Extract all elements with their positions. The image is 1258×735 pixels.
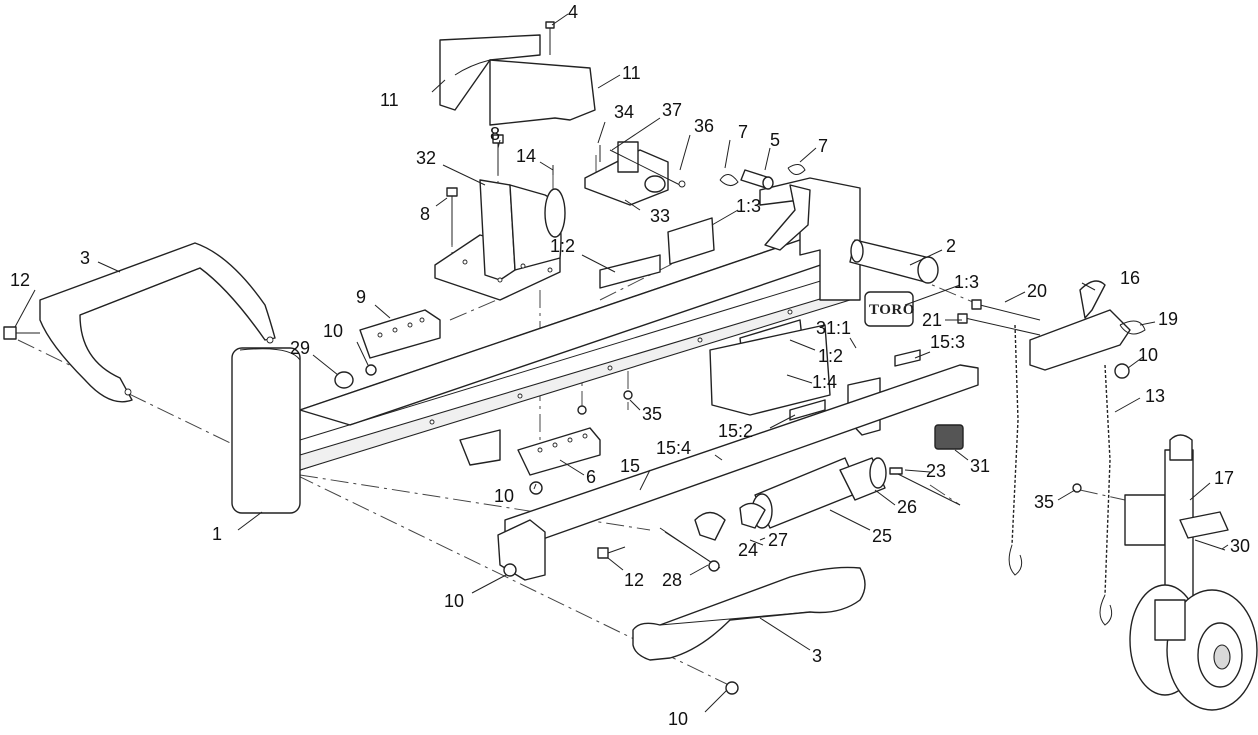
callout-15: 15: [620, 456, 640, 476]
callout-10: 10: [1138, 345, 1158, 365]
callout-29: 29: [290, 338, 310, 358]
wedge-plate-right: [489, 59, 596, 126]
callout-9: 9: [356, 287, 366, 307]
callout-34: 34: [614, 102, 634, 122]
callout-1-2: 1:2: [818, 346, 843, 366]
callout-16: 16: [1120, 268, 1140, 288]
cradle-plate: [709, 324, 831, 416]
callout-12: 12: [10, 270, 30, 290]
callout-10: 10: [494, 486, 514, 506]
skid-lower: [632, 566, 866, 661]
callout-24: 24: [738, 540, 758, 560]
callout-31: 31: [970, 456, 990, 476]
hardware: [3, 326, 1226, 695]
callout-3: 3: [812, 646, 822, 666]
callout-25: 25: [872, 526, 892, 546]
callout-26: 26: [897, 497, 917, 517]
callout-1-3: 1:3: [954, 272, 979, 292]
callout-15-2: 15:2: [718, 421, 753, 441]
hitch-assembly: [957, 280, 1146, 371]
callout-36: 36: [694, 116, 714, 136]
callout-7: 7: [738, 122, 748, 142]
pins-lower: [659, 467, 961, 572]
callout-4: 4: [568, 2, 578, 22]
callout-35: 35: [642, 404, 662, 424]
safety-chains: [1008, 324, 1113, 626]
callout-15-4: 15:4: [656, 438, 691, 458]
callout-19: 19: [1158, 309, 1178, 329]
callout-37: 37: [662, 100, 682, 120]
beam-upright: [759, 177, 861, 301]
callout-17: 17: [1214, 468, 1234, 488]
callout-11: 11: [380, 90, 399, 110]
callout-13: 13: [1145, 386, 1165, 406]
callout-8: 8: [420, 204, 430, 224]
callout-35: 35: [1034, 492, 1054, 512]
callout-10: 10: [444, 591, 464, 611]
callout-3: 3: [80, 248, 90, 268]
callout-14: 14: [516, 146, 536, 166]
callout-7: 7: [818, 136, 828, 156]
tongue-jack: [1124, 434, 1258, 711]
assembly-axes: [17, 150, 1131, 689]
slot-plate-6: [517, 427, 601, 476]
callout-10: 10: [668, 709, 688, 729]
callout-5: 5: [770, 130, 780, 150]
callout-1: 1: [212, 524, 222, 544]
bolts-top: [446, 21, 555, 245]
end-plate: [231, 347, 301, 514]
callout-32: 32: [416, 148, 436, 168]
callout-23: 23: [926, 461, 946, 481]
callout-1-3: 1:3: [736, 196, 761, 216]
callout-2: 2: [946, 236, 956, 256]
callout-1-4: 1:4: [812, 372, 837, 392]
roller-2: [849, 239, 939, 284]
callout-21: 21: [922, 310, 942, 330]
pin-5: [719, 164, 806, 190]
callout-12: 12: [624, 570, 644, 590]
callout-27: 27: [768, 530, 788, 550]
wedge-assembly: [434, 179, 566, 301]
callouts: 1 2 3 3 4 5 6 7 7 8 8 9 10 10 10 10 10 1…: [10, 2, 1250, 729]
callout-8: 8: [490, 124, 500, 144]
callout-11: 11: [622, 63, 641, 83]
cylinder: [751, 457, 887, 529]
skid-upper: [39, 242, 276, 403]
leader-lines: [14, 13, 1229, 713]
callout-33: 33: [650, 206, 670, 226]
callout-28: 28: [662, 570, 682, 590]
callout-20: 20: [1027, 281, 1047, 301]
latch-bracket: [584, 141, 686, 206]
slot-plate-9: [359, 309, 441, 359]
callout-6: 6: [586, 467, 596, 487]
callout-31-1: 31:1: [816, 318, 851, 338]
callout-30: 30: [1230, 536, 1250, 556]
callout-15-3: 15:3: [930, 332, 965, 352]
callout-1-2: 1:2: [550, 236, 575, 256]
callout-10: 10: [323, 321, 343, 341]
toro-logo: TORO: [869, 302, 915, 318]
